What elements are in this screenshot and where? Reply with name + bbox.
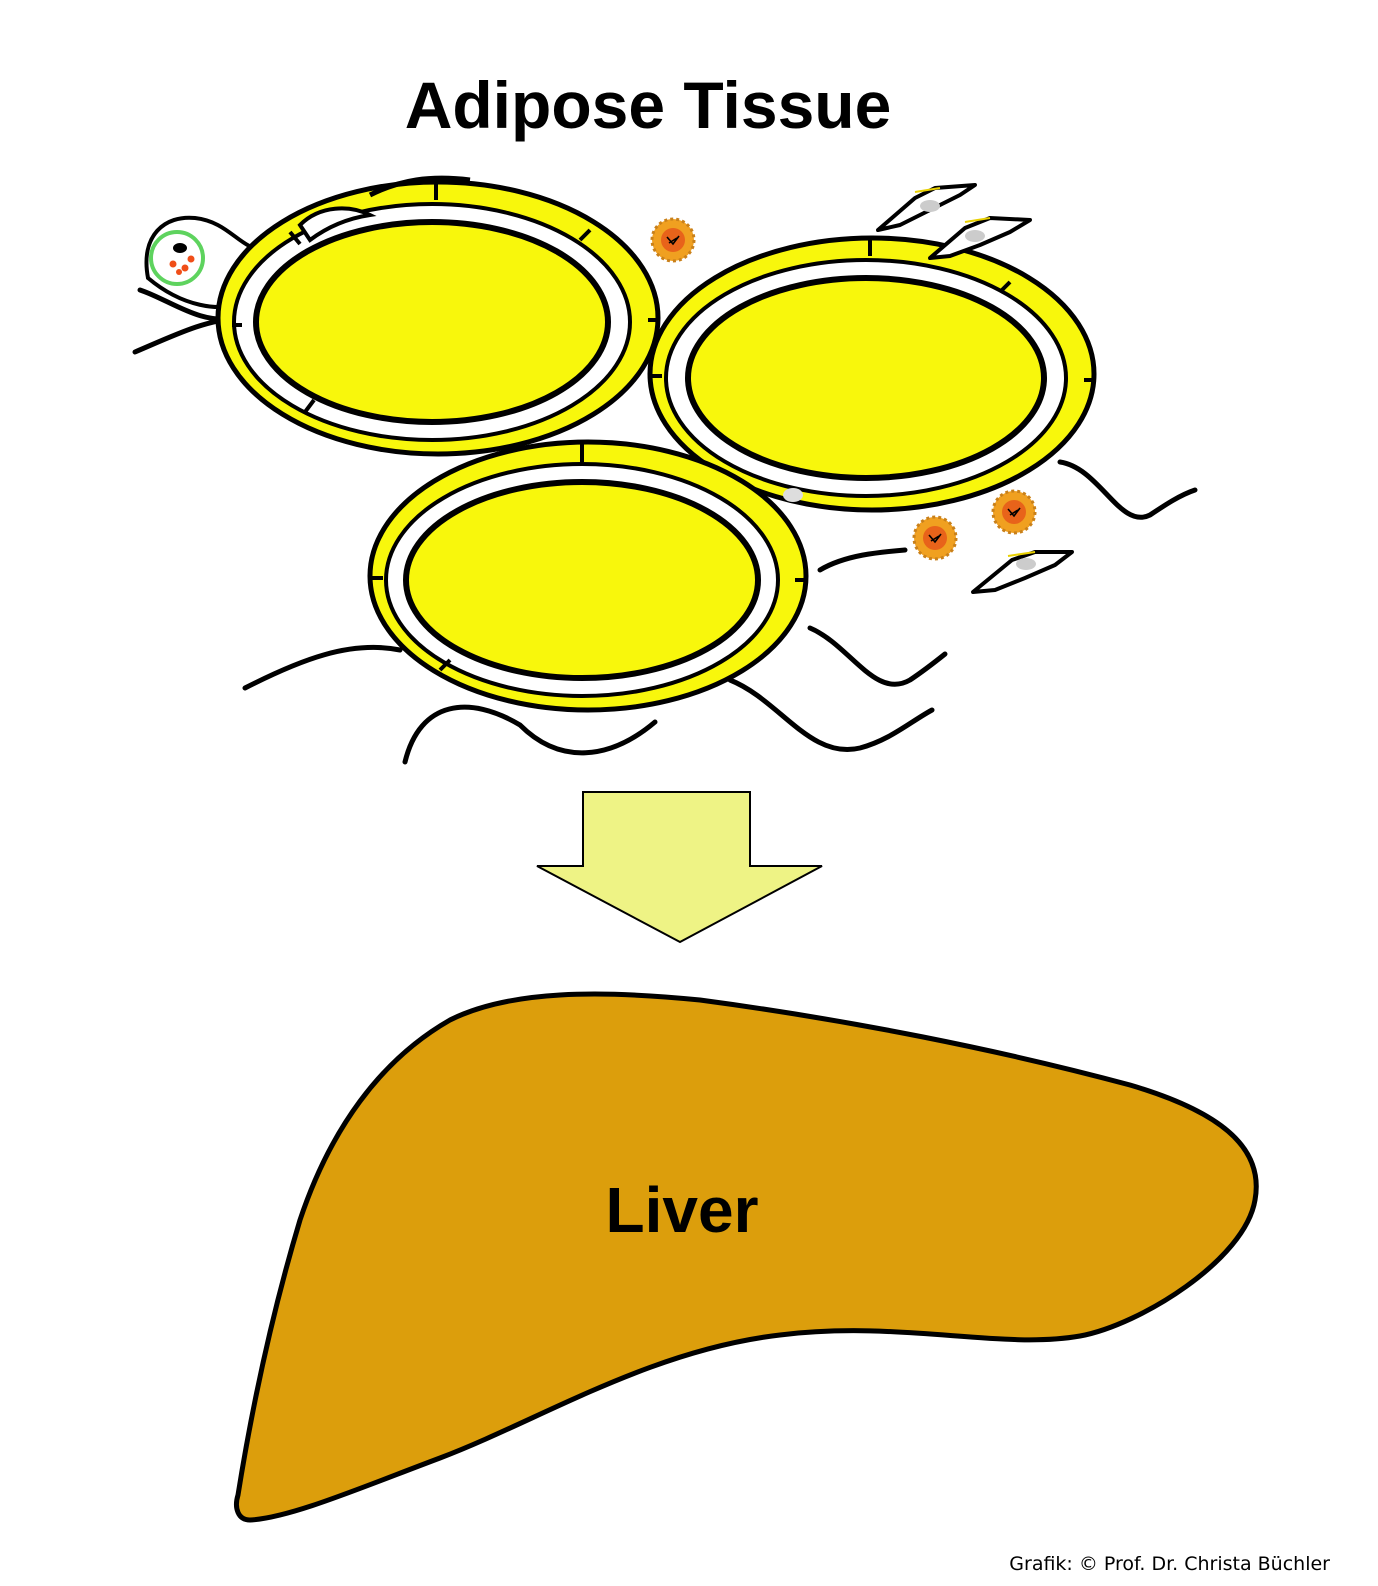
adipocyte-nucleus bbox=[783, 488, 803, 502]
fiber-3 bbox=[242, 644, 403, 691]
fiber-4 bbox=[402, 704, 658, 765]
fibroblasts bbox=[876, 183, 1074, 594]
stem-cell-dot bbox=[176, 269, 182, 275]
liver-icon bbox=[234, 991, 1259, 1523]
credit-text: Grafik: © Prof. Dr. Christa Büchler bbox=[1009, 1553, 1330, 1575]
immune-cell-icon bbox=[991, 489, 1037, 535]
fibroblast-icon bbox=[971, 550, 1074, 594]
stem-cell-ring bbox=[149, 230, 205, 286]
immune-cells bbox=[650, 217, 1037, 561]
lipid-droplet bbox=[685, 275, 1047, 481]
fibroblast-icon bbox=[928, 216, 1032, 260]
adipocyte-icon bbox=[647, 235, 1097, 513]
adipocyte-icon bbox=[367, 439, 809, 713]
fiber-6 bbox=[807, 625, 948, 687]
immune-cell-icon bbox=[912, 515, 958, 561]
adipocyte-icon bbox=[215, 179, 661, 457]
fibers bbox=[132, 287, 1198, 765]
adipocyte-nucleus-tail bbox=[368, 175, 471, 198]
fibroblast-icon bbox=[876, 183, 977, 232]
lipid-droplet bbox=[403, 479, 761, 681]
organ-label: Liver bbox=[606, 1174, 759, 1246]
stem-cell-dot bbox=[187, 255, 195, 263]
arrow-down-icon bbox=[536, 791, 823, 944]
stem-cell-dot bbox=[169, 260, 177, 268]
stem-cell-dot bbox=[181, 264, 189, 272]
fiber-7 bbox=[727, 677, 935, 753]
diagram-title: Adipose Tissue bbox=[405, 68, 892, 142]
adipocyte-nucleus bbox=[297, 206, 377, 243]
lipid-droplet bbox=[253, 219, 611, 425]
stem-cell-nucleus bbox=[173, 243, 187, 253]
fiber-5 bbox=[817, 547, 908, 573]
fiber-8 bbox=[1057, 459, 1198, 520]
immune-cell-icon bbox=[650, 217, 696, 263]
